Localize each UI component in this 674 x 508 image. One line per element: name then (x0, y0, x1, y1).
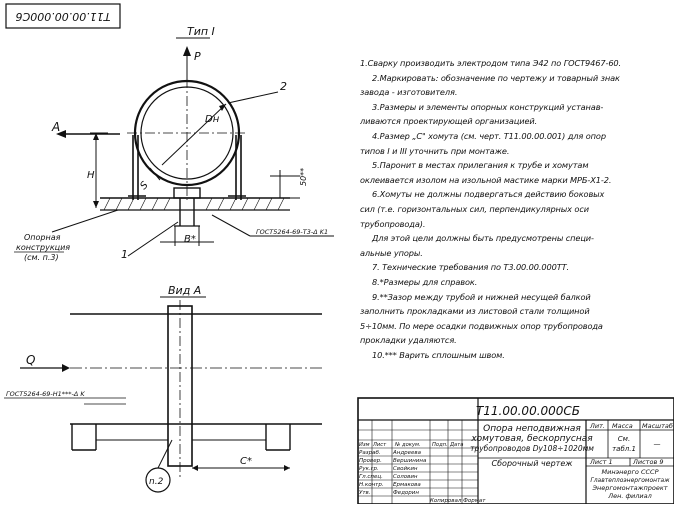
hdr-sign: Подп. (432, 442, 448, 448)
mass-value: См. (618, 435, 630, 443)
label-n2: n.2 (149, 477, 164, 487)
row-role-6: Утв. (359, 490, 371, 496)
doc-name-4: Сборочный чертеж (492, 459, 574, 468)
org-line-4: Лен. филиал (607, 492, 652, 500)
sheets-label: Листов 9 (632, 458, 663, 466)
gost-weld-1: ГОСТ5264-69-Т3-Δ K1 (256, 228, 328, 236)
doc-name-2: хомутовая, бескорпусная (470, 434, 593, 444)
hdr-date: Дата (449, 442, 463, 448)
label-h: H (87, 170, 95, 181)
row-name-5: Ермакова (393, 482, 421, 488)
corner-code-box: T11.00.00.000C6 (5, 3, 121, 29)
row-name-3: Свойкин (393, 466, 418, 472)
col-mass: Масса (612, 422, 633, 430)
note-line: 2.Маркировать: обозначение по чертежу и … (372, 72, 620, 83)
org-line-2: Главтеплоэнергомонтаж (590, 477, 670, 484)
support-label-1: Опорная (24, 233, 61, 242)
row-role-3: Рук.гр. (359, 466, 379, 472)
org-line-1: Минэнерго СССР (601, 468, 658, 476)
support-label-3: (см. п.3) (24, 253, 59, 262)
note-line: 5.Паронит в местах прилегания к трубе и … (372, 160, 589, 171)
row-name-2: Вершинина (393, 458, 427, 464)
footer-text: Копировал Формат (430, 498, 486, 504)
hdr-izm: Изм (359, 442, 370, 448)
view-title: Вид А (168, 284, 201, 297)
label-1: 1 (121, 248, 128, 261)
note-line: ливаются проектирующей организацией. (360, 116, 538, 127)
note-line: заполнить прокладками из листовой стали … (360, 306, 590, 317)
row-role-5: Н.контр. (359, 482, 384, 488)
note-line: 5÷10мм. По мере осадки подвижных опор тр… (360, 320, 603, 331)
label-p: P (194, 50, 201, 63)
note-line: 8.*Размеры для справок. (372, 276, 478, 287)
note-line: 6.Хомуты не должны подвергаться действию… (372, 189, 605, 200)
col-scale: Масштаб (642, 422, 673, 430)
corner-code: T11.00.00.000C6 (16, 10, 111, 23)
label-2: 2 (280, 80, 287, 93)
label-b: B* (184, 234, 196, 245)
note-line: оклеивается изолом на изольной мастике м… (360, 174, 612, 185)
label-q: Q (26, 353, 35, 367)
sheet-label: Лист 1 (589, 458, 613, 466)
hdr-list: Лист (372, 442, 387, 448)
scale-value: — (654, 440, 661, 448)
dim-50: 50** (299, 168, 308, 186)
note-line: 9.**Зазор между трубой и нижней несущей … (372, 291, 591, 302)
doc-code: Т11.00.00.000СБ (476, 404, 580, 418)
label-dn: Dн (205, 114, 220, 125)
note-line: 10.*** Варить сплошным швом. (372, 349, 505, 360)
support-label-2: конструкция (16, 243, 70, 252)
doc-name-3: трубопроводов Dу108÷1020мм (470, 444, 594, 453)
type-1-view: Тип I P Dн S (14, 25, 334, 262)
view-a: Вид А Q C* n.2 ГОСТ526 (4, 284, 322, 493)
doc-name-1: Опора неподвижная (483, 424, 581, 434)
title-block: Т11.00.00.000СБ Опора неподвижная хомуто… (357, 397, 674, 505)
note-line: сил (т.е. горизонтальных сил, перпендику… (360, 203, 589, 214)
note-line: альные упоры. (360, 247, 423, 258)
hdr-doc: № докум. (394, 442, 421, 448)
note-line: прокладки удаляются. (360, 335, 457, 346)
note-line: 3.Размеры и элементы опорных конструкций… (372, 101, 604, 112)
col-lit: Лит. (589, 422, 605, 430)
mass-value-2: табл.1 (612, 445, 636, 453)
note-line: трубопровода). (360, 218, 426, 229)
row-role-2: Провер. (359, 458, 382, 464)
row-name-1: Андреева (392, 450, 422, 456)
row-role-1: Разраб. (359, 450, 381, 456)
label-s: S (138, 179, 151, 192)
note-line: 1.Сварку производить электродом типа Э42… (360, 58, 622, 68)
label-a: A (51, 120, 60, 134)
note-line: 4.Размер „С" хомута (см. черт. Т11.00.00… (372, 130, 606, 141)
row-role-4: Гл.спец. (359, 474, 383, 480)
note-line: завода - изготовителя. (360, 87, 458, 98)
note-line: 7. Технические требования по Т3.00.00.00… (372, 262, 570, 273)
note-line: Для этой цели должны быть предусмотрены … (372, 233, 594, 244)
type-title: Тип I (187, 25, 215, 38)
org-line-3: Энергомонтажпроект (591, 484, 667, 492)
row-name-6: Федорин (393, 490, 419, 496)
technical-notes: 1.Сварку производить электродом типа Э42… (360, 56, 668, 362)
gost-weld-2: ГОСТ5264-69-Н1***-Δ K (6, 390, 85, 398)
row-name-4: Соловин (393, 474, 418, 480)
label-c: C* (240, 456, 252, 467)
note-line: типов I и III уточнить при монтаже. (360, 145, 510, 156)
